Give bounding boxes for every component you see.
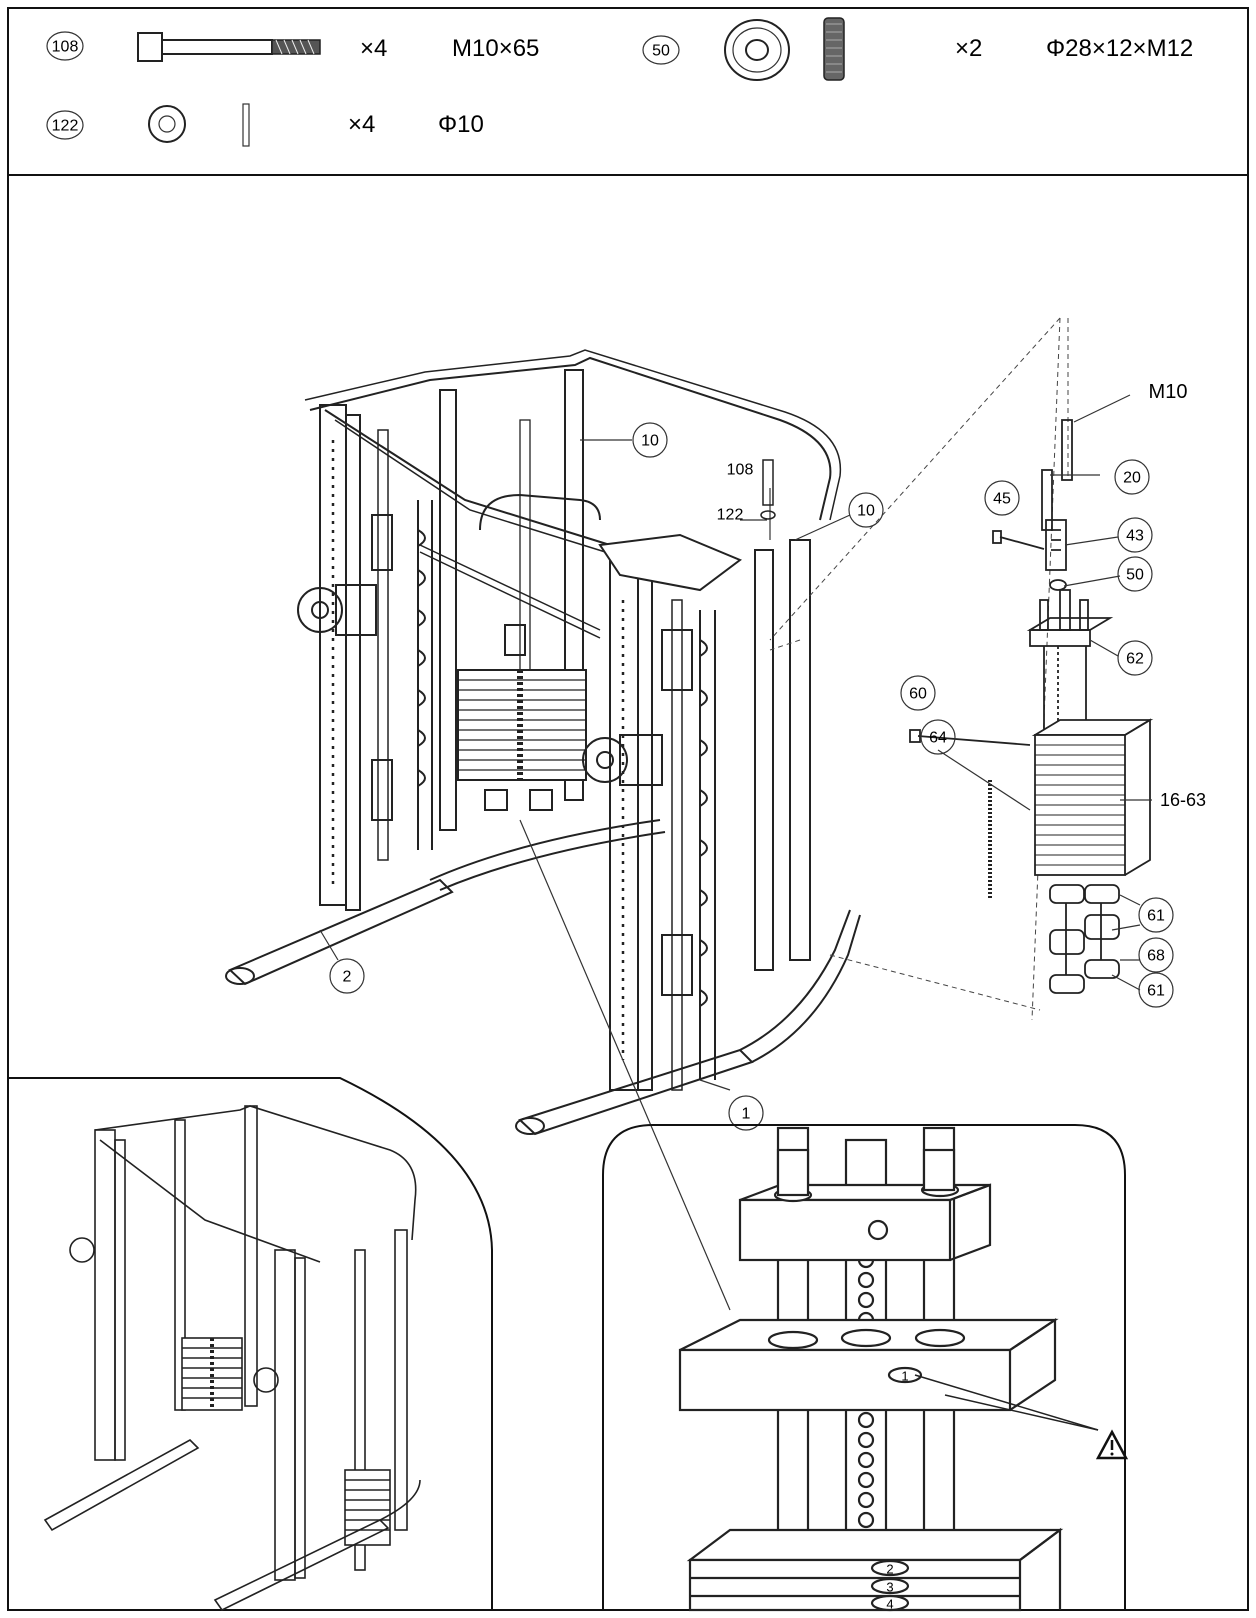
- svg-text:2: 2: [343, 969, 352, 986]
- nut-icon: [724, 17, 845, 81]
- svg-text:M10: M10: [1149, 381, 1188, 403]
- hardware-spec-108: M10×65: [452, 35, 539, 62]
- svg-text:61: 61: [1147, 983, 1165, 1000]
- hardware-id-50: 50: [652, 43, 670, 60]
- hardware-item-50: 50 ×2 Φ28×12×M12: [642, 17, 1193, 81]
- svg-text:60: 60: [909, 686, 927, 703]
- hardware-spec-50: Φ28×12×M12: [1046, 35, 1193, 62]
- washer-icon: [148, 103, 250, 147]
- svg-text:64: 64: [929, 730, 947, 747]
- svg-text:20: 20: [1123, 470, 1141, 487]
- callout-m10: M10: [1149, 381, 1188, 403]
- svg-text:43: 43: [1126, 528, 1144, 545]
- hardware-id-108: 108: [52, 39, 79, 56]
- svg-text:16-63: 16-63: [1160, 790, 1206, 810]
- callout-61b: 61: [1138, 972, 1174, 1008]
- callouts: 10 10 108 122 M10 20 45 43 50: [329, 381, 1206, 1131]
- exploded-weight-stack: [769, 317, 1154, 1021]
- svg-text:45: 45: [993, 491, 1011, 508]
- callout-10b: 10: [848, 492, 884, 528]
- hardware-qty-108: ×4: [360, 35, 387, 62]
- callout-43: 43: [1117, 517, 1153, 553]
- callout-62: 62: [1117, 640, 1153, 676]
- callout-68: 68: [1138, 937, 1174, 973]
- callout-16-63: 16-63: [1160, 790, 1206, 810]
- callout-64: 64: [920, 719, 956, 755]
- callout-50: 50: [1117, 556, 1153, 592]
- machine-illustration: [225, 349, 861, 1136]
- hardware-id-122: 122: [52, 118, 79, 135]
- hardware-item-108: 108 ×4 M10×65: [46, 31, 539, 62]
- callout-60: 60: [900, 675, 936, 711]
- callout-2: 2: [329, 958, 365, 994]
- svg-text:62: 62: [1126, 651, 1144, 668]
- weight-stack-detail: 1 2 3 4: [602, 1124, 1129, 1612]
- svg-text:50: 50: [1126, 567, 1144, 584]
- plate-number-3: 3: [886, 1580, 893, 1595]
- svg-text:122: 122: [717, 507, 744, 524]
- callout-45: 45: [984, 480, 1020, 516]
- warning-triangle-icon: [1095, 1429, 1129, 1460]
- hardware-spec-122: Φ10: [438, 111, 484, 138]
- svg-text:108: 108: [727, 462, 754, 479]
- callout-10a: 10: [632, 422, 668, 458]
- plate-number-4: 4: [886, 1597, 893, 1612]
- callout-1: 1: [728, 1095, 764, 1131]
- plate-number-2: 2: [886, 1562, 893, 1577]
- svg-text:10: 10: [641, 433, 659, 450]
- callout-61a: 61: [1138, 897, 1174, 933]
- callout-20: 20: [1114, 459, 1150, 495]
- callout-122: 122: [717, 507, 744, 524]
- hardware-item-122: 122 ×4 Φ10: [46, 103, 484, 147]
- hardware-qty-50: ×2: [955, 35, 982, 62]
- svg-text:10: 10: [857, 503, 875, 520]
- plate-number-1: 1: [901, 1369, 908, 1384]
- leader-lines: [319, 439, 851, 1311]
- svg-text:61: 61: [1147, 908, 1165, 925]
- callout-108: 108: [727, 462, 754, 479]
- completed-machine-inset: [7, 1077, 493, 1612]
- hardware-qty-122: ×4: [348, 111, 375, 138]
- svg-text:1: 1: [742, 1106, 751, 1123]
- hardware-panel: 108 ×4 M10×65 50 ×2 Φ28×12×M12: [7, 7, 1249, 176]
- bolt-icon: [137, 32, 321, 62]
- svg-text:68: 68: [1147, 948, 1165, 965]
